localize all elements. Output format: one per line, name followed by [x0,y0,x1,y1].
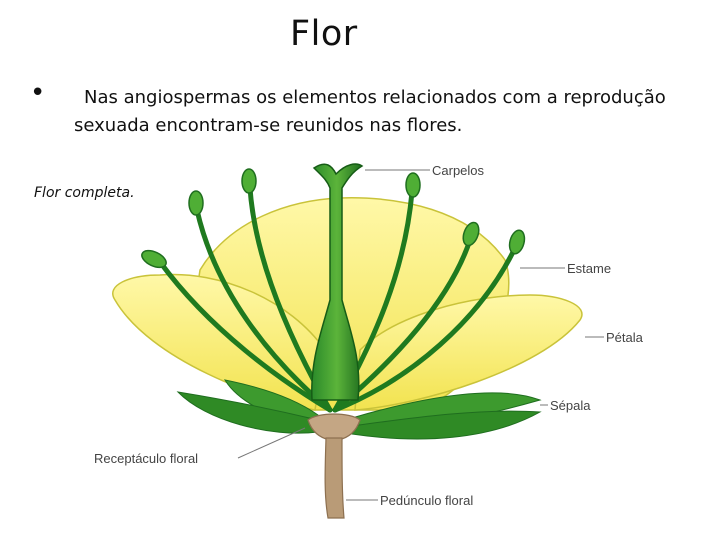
label-carpelos: Carpelos [432,163,485,178]
label-peduncula: Pedúnculo floral [380,493,473,508]
anthers [141,168,526,269]
label-petala: Pétala [606,330,644,345]
petal-left [112,273,326,411]
anther [508,229,526,255]
peduncle [324,437,345,519]
caption: Flor completa. [34,185,135,201]
leader-receptaculo [237,427,306,459]
bullet-dot-icon: • [30,78,46,108]
receptacle [307,413,361,441]
stamen-filament [194,207,333,413]
anther [141,249,167,269]
anther [241,168,257,194]
carpel [311,163,364,401]
slide-title: Flor [290,14,358,54]
petal-right [354,294,583,411]
label-estame: Estame [567,261,611,276]
bullet-text: Nas angiospermas os elementos relacionad… [74,87,666,136]
sepal-left-outer [176,391,319,434]
stamen-filament [157,259,333,413]
stamen-filament [332,245,518,413]
anther [188,190,204,216]
label-receptaculo: Receptáculo floral [94,451,198,466]
sepal-right-outer [351,410,542,440]
label-sepala: Sépala [550,398,591,413]
anther [462,221,480,247]
anther [405,172,421,198]
leader-lines [237,169,604,501]
